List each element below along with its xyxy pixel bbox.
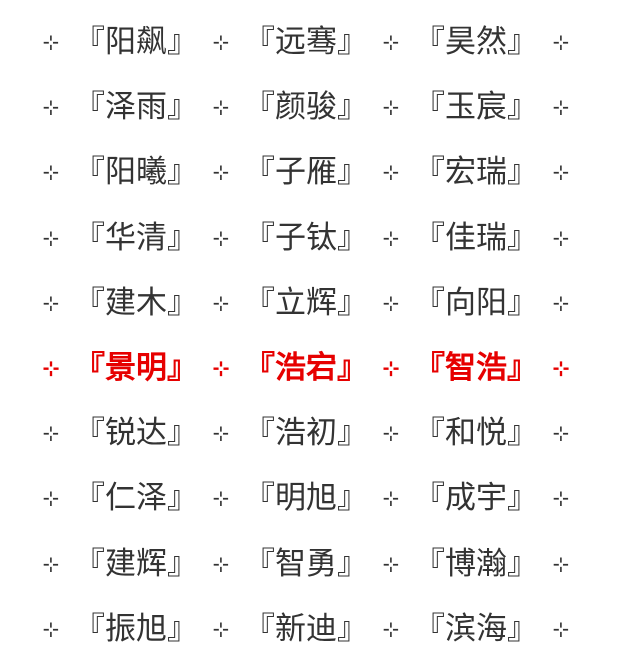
separator-icon: ⊹ [42,486,60,511]
name-item: 『锐达』 [74,415,198,452]
name-item: 『成宇』 [414,480,538,517]
separator-icon: ⊹ [42,30,60,54]
separator-icon: ⊹ [42,95,60,120]
separator-icon: ⊹ [212,225,230,250]
separator-icon: ⊹ [552,290,570,315]
name-row-5: ⊹ 『建木』 ⊹ 『立辉』 ⊹ 『向阳』 ⊹ [36,271,576,336]
name-item: 『新迪』 [244,610,368,647]
name-item: 『颜骏』 [244,89,368,126]
separator-icon: ⊹ [552,95,570,120]
separator-icon: ⊹ [552,616,570,641]
separator-icon: ⊹ [382,355,400,380]
separator-icon: ⊹ [382,421,400,446]
separator-icon: ⊹ [212,616,230,641]
separator-icon: ⊹ [212,290,230,315]
name-item: 『景明』 [74,349,198,386]
name-row-2: ⊹ 『泽雨』 ⊹ 『颜骏』 ⊹ 『玉宸』 ⊹ [36,75,576,140]
name-item: 『建木』 [74,284,198,321]
separator-icon: ⊹ [212,160,230,185]
separator-icon: ⊹ [552,225,570,250]
name-item: 『华清』 [74,219,198,256]
name-row-7: ⊹ 『锐达』 ⊹ 『浩初』 ⊹ 『和悦』 ⊹ [36,401,576,466]
name-item: 『向阳』 [414,284,538,321]
separator-icon: ⊹ [382,160,400,185]
name-item: 『子雁』 [244,154,368,191]
name-item: 『滨海』 [414,610,538,647]
separator-icon: ⊹ [212,486,230,511]
separator-icon: ⊹ [382,290,400,315]
separator-icon: ⊹ [382,225,400,250]
name-item: 『昊然』 [414,24,538,60]
name-item: 『智勇』 [244,545,368,582]
separator-icon: ⊹ [552,355,570,380]
name-row-6-highlighted: ⊹ 『景明』 ⊹ 『浩宕』 ⊹ 『智浩』 ⊹ [36,336,576,401]
separator-icon: ⊹ [552,486,570,511]
name-item: 『阳曦』 [74,154,198,191]
name-item: 『建辉』 [74,545,198,582]
separator-icon: ⊹ [552,421,570,446]
name-item: 『浩宕』 [244,349,368,386]
name-item: 『远骞』 [244,24,368,60]
name-row-8: ⊹ 『仁泽』 ⊹ 『明旭』 ⊹ 『成宇』 ⊹ [36,466,576,531]
separator-icon: ⊹ [212,355,230,380]
name-row-9: ⊹ 『建辉』 ⊹ 『智勇』 ⊹ 『博瀚』 ⊹ [36,532,576,597]
separator-icon: ⊹ [382,95,400,120]
separator-icon: ⊹ [212,95,230,120]
separator-icon: ⊹ [212,421,230,446]
name-item: 『博瀚』 [414,545,538,582]
separator-icon: ⊹ [42,355,60,380]
name-item: 『子钛』 [244,219,368,256]
separator-icon: ⊹ [382,616,400,641]
name-item: 『玉宸』 [414,89,538,126]
name-row-1: ⊹ 『阳飙』 ⊹ 『远骞』 ⊹ 『昊然』 ⊹ [36,10,576,75]
separator-icon: ⊹ [42,616,60,641]
name-item: 『仁泽』 [74,480,198,517]
separator-icon: ⊹ [382,551,400,576]
separator-icon: ⊹ [212,30,230,54]
name-item: 『立辉』 [244,284,368,321]
name-item: 『阳飙』 [74,24,198,60]
name-row-10: ⊹ 『振旭』 ⊹ 『新迪』 ⊹ 『滨海』 ⊹ [36,597,576,662]
name-item: 『泽雨』 [74,89,198,126]
separator-icon: ⊹ [42,421,60,446]
name-row-4: ⊹ 『华清』 ⊹ 『子钛』 ⊹ 『佳瑞』 ⊹ [36,206,576,271]
name-item: 『佳瑞』 [414,219,538,256]
separator-icon: ⊹ [382,486,400,511]
name-row-3: ⊹ 『阳曦』 ⊹ 『子雁』 ⊹ 『宏瑞』 ⊹ [36,140,576,205]
name-item: 『和悦』 [414,415,538,452]
separator-icon: ⊹ [42,551,60,576]
name-item: 『明旭』 [244,480,368,517]
separator-icon: ⊹ [42,290,60,315]
separator-icon: ⊹ [42,160,60,185]
name-item: 『浩初』 [244,415,368,452]
separator-icon: ⊹ [552,30,570,54]
separator-icon: ⊹ [552,551,570,576]
separator-icon: ⊹ [552,160,570,185]
separator-icon: ⊹ [42,225,60,250]
separator-icon: ⊹ [212,551,230,576]
name-item: 『振旭』 [74,610,198,647]
separator-icon: ⊹ [382,30,400,54]
name-list: ⊹『阳飙』⊹『远骞』⊹『昊然』⊹ ⊹『泽雨』⊹『颜骏』⊹『玉宸』⊹ ⊹『阳曦』⊹… [36,10,576,662]
name-item: 『智浩』 [414,349,538,386]
name-item: 『宏瑞』 [414,154,538,191]
